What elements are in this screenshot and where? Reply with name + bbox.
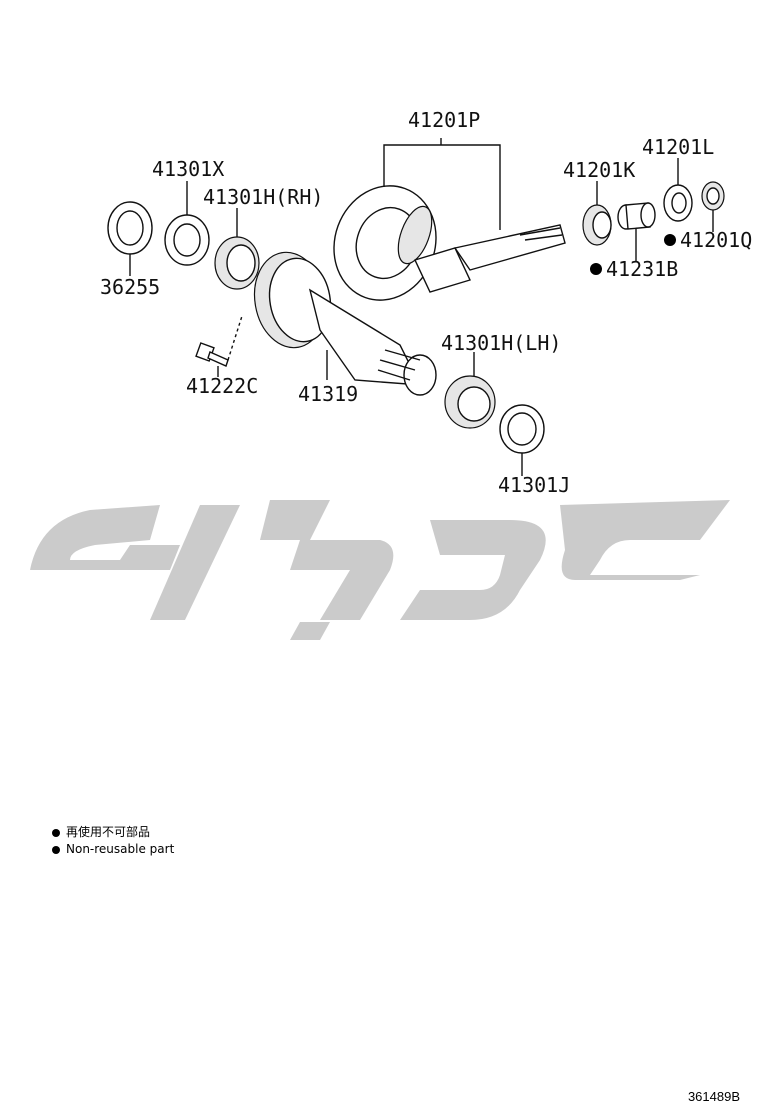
label-41301H-LH: 41301H(LH) xyxy=(441,331,561,355)
label-41201K: 41201K xyxy=(563,158,635,182)
label-41301X: 41301X xyxy=(152,157,224,181)
seal-drawing xyxy=(164,214,210,266)
label-41201P: 41201P xyxy=(408,108,480,132)
pinion-bearing-drawing xyxy=(582,204,612,246)
label-36255: 36255 xyxy=(100,275,160,299)
spacer-drawing xyxy=(617,202,656,230)
bullet-icon xyxy=(52,845,60,854)
label-41201L: 41201L xyxy=(642,135,714,159)
watermark-logo xyxy=(30,500,730,640)
legend-zh-text: 再使用不可部品 xyxy=(66,825,151,839)
leader-lines xyxy=(129,138,714,476)
bearing-rh-drawing xyxy=(214,236,260,290)
label-41319: 41319 xyxy=(298,382,358,406)
label-41301H-RH: 41301H(RH) xyxy=(203,185,323,209)
non-reusable-marker-41231B xyxy=(590,263,602,275)
label-41222C: 41222C xyxy=(186,374,258,398)
label-41301J: 41301J xyxy=(498,473,570,497)
bullet-icon xyxy=(52,828,60,837)
legend-row-en: Non-reusable part xyxy=(52,841,174,858)
ring-gear-pinion-drawing xyxy=(333,185,566,301)
label-41231B: 41231B xyxy=(606,257,678,281)
nut-drawing xyxy=(701,181,725,211)
bearing-lh-drawing xyxy=(444,375,496,429)
legend-row-zh: 再使用不可部品 xyxy=(52,824,174,841)
oil-seal-drawing xyxy=(107,201,153,255)
rear-bearing-drawing xyxy=(663,184,693,222)
non-reusable-marker-41201Q xyxy=(664,234,676,246)
diagram-reference-number: 361489B xyxy=(687,1089,740,1104)
legend: 再使用不可部品 Non-reusable part xyxy=(52,824,174,858)
label-41201Q: 41201Q xyxy=(680,228,752,252)
legend-en-text: Non-reusable part xyxy=(66,842,175,856)
differential-case-drawing xyxy=(253,251,437,396)
seal-lh-drawing xyxy=(499,404,545,454)
bolt-drawing xyxy=(195,315,243,367)
